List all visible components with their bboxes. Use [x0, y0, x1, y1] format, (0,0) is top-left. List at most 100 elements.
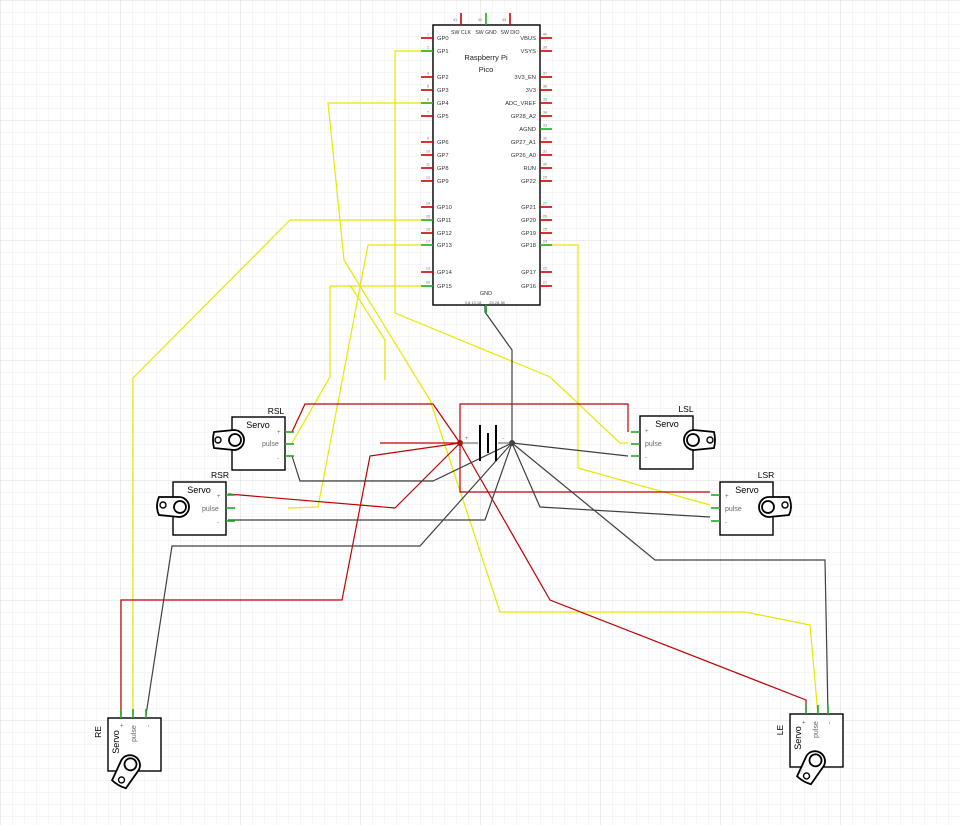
servo-rsl[interactable]: RSL Servo + pulse -: [212, 406, 294, 471]
servo-lsr[interactable]: LSR Servo + pulse -: [711, 470, 792, 536]
pico-pin-label: AGND: [519, 127, 536, 133]
wire-gnd-rsl[interactable]: [291, 442, 513, 482]
servo-lsl-name: LSL: [678, 404, 693, 414]
battery[interactable]: + -: [460, 425, 512, 461]
servo-rsr-type: Servo: [187, 485, 211, 495]
pico-pin-label: GP12: [437, 231, 452, 237]
pico-pin-number: 26: [543, 215, 547, 219]
wire-power-bus-top[interactable]: [459, 403, 629, 443]
wire-gp18[interactable]: [540, 244, 711, 506]
servo-le[interactable]: LE Servo + pulse -: [775, 705, 844, 786]
wire-gnd-le[interactable]: [511, 442, 829, 716]
pico-pin-label: GP18: [521, 243, 536, 249]
pico-pin-label: SW DIO: [500, 30, 519, 36]
pico-pin-number: 12: [426, 176, 430, 180]
pico-pin-number: 33: [543, 124, 547, 128]
servo-lsr-horn-icon: [758, 496, 792, 518]
servo-le-plus: +: [802, 720, 808, 724]
servo-rsr-pulse: pulse: [202, 506, 219, 513]
pico-pin-label: GP3: [437, 88, 449, 94]
servo-lsr-pulse: pulse: [725, 506, 742, 513]
wire-power-rsl[interactable]: [291, 403, 461, 444]
servo-lsl[interactable]: LSL Servo + pulse -: [631, 404, 716, 470]
pico-pin-label: GP7: [437, 153, 449, 159]
pico-pin-number: 43: [502, 18, 506, 22]
wire-gp11[interactable]: [132, 219, 433, 715]
wire-gnd-lsl[interactable]: [511, 442, 629, 457]
pico-pin-label: GP6: [437, 140, 449, 146]
pico-pin-number: 7: [427, 111, 429, 115]
wire-power-re[interactable]: [120, 442, 461, 715]
pico-pin-label: ADC_VREF: [505, 101, 536, 107]
servo-rsl-minus: -: [277, 456, 279, 462]
pico-pin-label: VSYS: [521, 49, 537, 55]
wire-gp3-pulse[interactable]: [349, 284, 386, 380]
pico-pin-number: 35: [543, 98, 547, 102]
pico-pin-label: GP0: [437, 36, 449, 42]
wire-gnd-re[interactable]: [145, 442, 513, 716]
pico-pin-label: GP14: [437, 270, 453, 276]
wire-power-bus-bottom[interactable]: [459, 443, 710, 493]
pico-pin-number: 27: [543, 202, 547, 206]
pico-pin-number: 14: [426, 202, 430, 206]
pico-pin-label: GP20: [521, 218, 536, 224]
pico-pin-label: GP10: [437, 205, 452, 211]
wire-gp13[interactable]: [287, 244, 433, 509]
wire-gp4[interactable]: [327, 102, 819, 716]
wire-gp15[interactable]: [291, 285, 433, 444]
pico-pin-label: 3V3_EN: [514, 75, 536, 81]
pico-pin-label: VBUS: [520, 36, 536, 42]
servo-re[interactable]: RE Servo + pulse -: [93, 709, 162, 790]
servo-lsr-name: LSR: [758, 470, 775, 480]
pico-gnd-pins-left: 3,8,13,18: [465, 300, 482, 305]
pico-pin-number: 25: [543, 228, 547, 232]
wire-power-rsr[interactable]: [227, 442, 461, 509]
pico-pin-top-sw-dio[interactable]: 43 SW DIO: [500, 13, 520, 36]
wires: [120, 50, 829, 716]
wire-gp1[interactable]: [394, 50, 628, 444]
servo-re-name: RE: [93, 726, 103, 738]
wire-gnd-lsr[interactable]: [511, 442, 711, 518]
servo-rsr[interactable]: RSR Servo + pulse -: [156, 470, 235, 536]
pico-pin-number: 15: [426, 215, 430, 219]
pico-title-line2: Pico: [479, 65, 494, 74]
wire-gnd-rsr[interactable]: [228, 442, 513, 521]
servo-le-minus: -: [827, 722, 833, 724]
